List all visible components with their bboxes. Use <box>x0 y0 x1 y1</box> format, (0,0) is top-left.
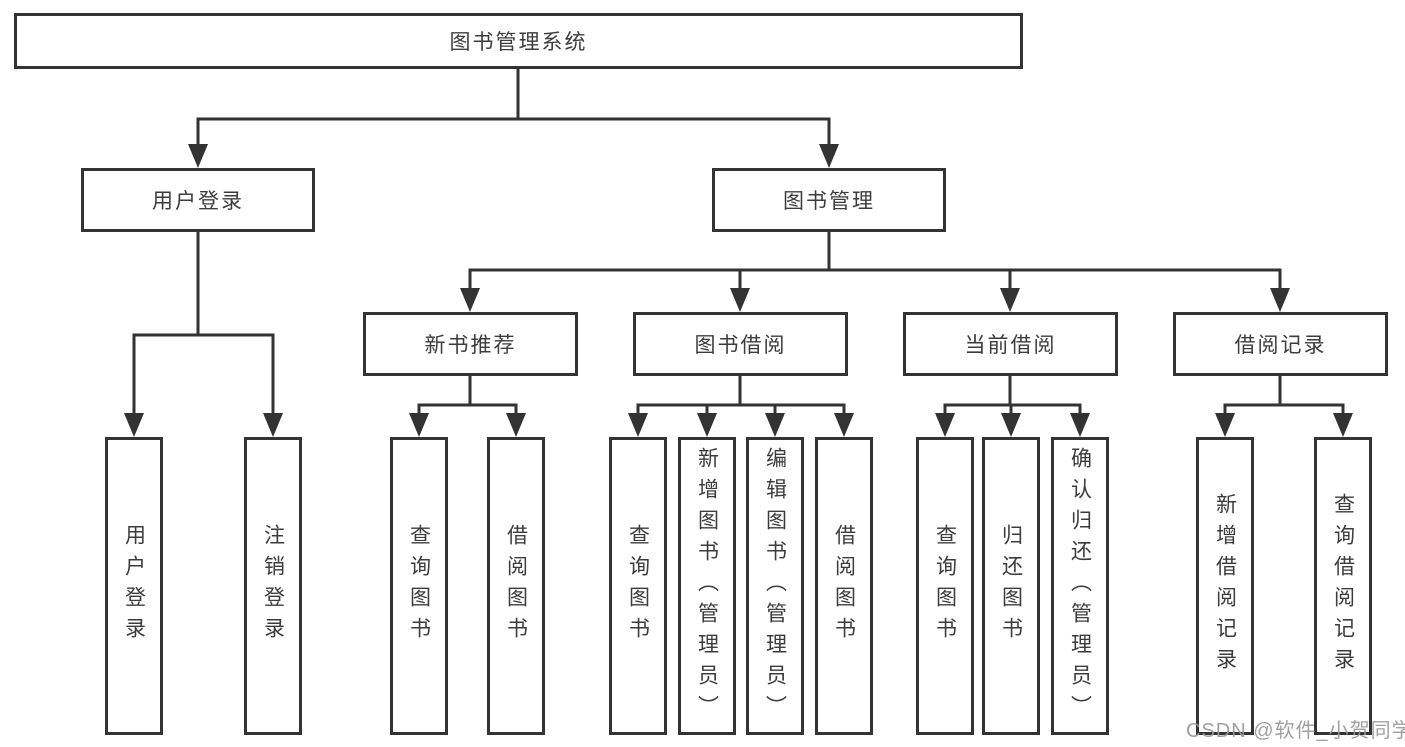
leaf-query-books-3: 查询图书 <box>916 437 974 735</box>
leaf-query-books-1: 查询图书 <box>390 437 448 735</box>
node-label: 确认归还（管理员） <box>1068 446 1092 726</box>
node-book-borrow: 图书借阅 <box>633 312 848 376</box>
node-label: 图书管理系统 <box>449 31 588 54</box>
leaf-edit-book-admin: 编辑图书（管理员） <box>746 437 804 735</box>
node-user-login: 用户登录 <box>81 168 315 232</box>
node-label: 查询图书 <box>626 524 650 648</box>
node-label: 借阅记录 <box>1234 334 1327 357</box>
leaf-query-books-2: 查询图书 <box>609 437 667 735</box>
node-label: 注销登录 <box>261 524 285 648</box>
node-label: 图书借阅 <box>694 334 787 357</box>
node-label: 借阅图书 <box>832 524 856 648</box>
node-label: 用户登录 <box>152 190 244 213</box>
leaf-logout: 注销登录 <box>244 437 302 735</box>
leaf-borrow-books-1: 借阅图书 <box>487 437 545 735</box>
node-label: 新增借阅记录 <box>1213 493 1237 679</box>
node-label: 新增图书（管理员） <box>695 446 719 726</box>
node-label: 编辑图书（管理员） <box>763 446 787 726</box>
node-label: 用户登录 <box>122 524 146 648</box>
leaf-query-borrow-record: 查询借阅记录 <box>1314 437 1372 735</box>
node-book-management: 图书管理 <box>712 168 946 232</box>
node-label: 新书推荐 <box>424 334 517 357</box>
leaf-borrow-books-2: 借阅图书 <box>815 437 873 735</box>
node-borrow-records: 借阅记录 <box>1173 312 1388 376</box>
node-label: 当前借阅 <box>964 334 1057 357</box>
node-label: 查询图书 <box>407 524 431 648</box>
leaf-confirm-return-admin: 确认归还（管理员） <box>1051 437 1109 735</box>
node-new-book-recommend: 新书推荐 <box>363 312 578 376</box>
leaf-add-borrow-record: 新增借阅记录 <box>1196 437 1254 735</box>
node-label: 查询图书 <box>933 524 957 648</box>
node-library-management-system: 图书管理系统 <box>14 13 1023 69</box>
leaf-add-book-admin: 新增图书（管理员） <box>678 437 736 735</box>
node-label: 借阅图书 <box>504 524 528 648</box>
node-label: 查询借阅记录 <box>1331 493 1355 679</box>
node-label: 归还图书 <box>999 524 1023 648</box>
node-current-borrow: 当前借阅 <box>903 312 1118 376</box>
watermark: CSDN @软件_小贺同学 <box>1186 720 1405 742</box>
leaf-return-book: 归还图书 <box>982 437 1040 735</box>
leaf-user-login: 用户登录 <box>105 437 163 735</box>
node-label: 图书管理 <box>783 190 875 213</box>
